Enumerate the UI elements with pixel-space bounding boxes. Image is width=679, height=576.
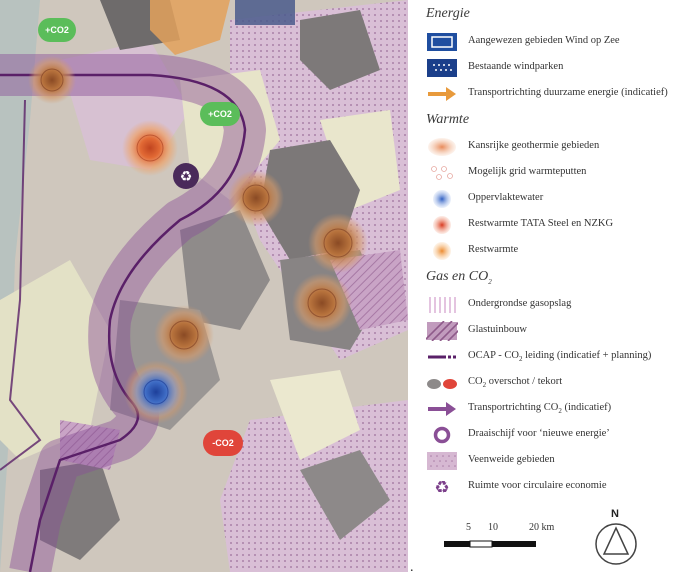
legend-item: Kansrijke geothermie gebieden bbox=[426, 137, 679, 157]
map-panel[interactable]: ♻ +CO2 +CO2 -CO2 bbox=[0, 0, 408, 572]
legend-label: Restwarmte TATA Steel en NZKG bbox=[468, 218, 614, 229]
scale-bar: 5 10 20 km bbox=[444, 520, 564, 560]
legend-section-title-warmte: Warmte bbox=[426, 112, 470, 127]
legend-label-rest: leiding (indicatief + planning) bbox=[522, 350, 652, 361]
svg-text:♻: ♻ bbox=[434, 478, 449, 497]
north-label: N bbox=[611, 508, 619, 520]
legend-item: Veenweide gebieden bbox=[426, 451, 679, 471]
legend-label: Transportrichting duurzame energie (indi… bbox=[468, 87, 668, 98]
legend-item: Restwarmte bbox=[426, 241, 679, 261]
legend-section-title-energie: Energie bbox=[426, 6, 470, 21]
legend-label: Ruimte voor circulaire economie bbox=[468, 480, 607, 491]
hub-ring-icon bbox=[433, 426, 451, 444]
stray-dot: . bbox=[410, 560, 414, 575]
legend-item: Bestaande windparken bbox=[426, 58, 679, 78]
legend-label: Mogelijk grid warmteputten bbox=[468, 166, 587, 177]
windpark-icon bbox=[427, 59, 457, 77]
co2-surplus-badge: +CO2 bbox=[200, 102, 240, 126]
orange-arrow-icon bbox=[428, 87, 456, 101]
legend-item: Glastuinbouw bbox=[426, 321, 679, 341]
legend-label-main: CO bbox=[468, 376, 483, 387]
legend-item: Transportrichting CO2 (indicatief) bbox=[426, 399, 679, 419]
legend-item: Transportrichting duurzame energie (indi… bbox=[426, 84, 679, 104]
north-arrow: N bbox=[594, 508, 638, 568]
co2-shortage-badge: -CO2 bbox=[203, 430, 243, 456]
legend-item: Ondergrondse gasopslag bbox=[426, 295, 679, 315]
legend-label: Glastuinbouw bbox=[468, 324, 527, 335]
legend-label-rest: (indicatief) bbox=[561, 402, 612, 413]
scale-bar-graphic bbox=[444, 540, 536, 548]
legend-label: Oppervlaktewater bbox=[468, 192, 544, 203]
map-canvas: ♻ bbox=[0, 0, 408, 572]
co2-balance-icon bbox=[427, 379, 457, 389]
legend-item: Draaischijf voor ‘nieuwe energie’ bbox=[426, 425, 679, 445]
legend-item: Aangewezen gebieden Wind op Zee bbox=[426, 32, 679, 52]
scale-tick-20km: 20 km bbox=[529, 522, 555, 533]
ocap-pipeline-icon bbox=[428, 355, 456, 359]
legend-label: Bestaande windparken bbox=[468, 61, 564, 72]
gas-storage-icon bbox=[429, 297, 456, 313]
legend-item: CO2 overschot / tekort bbox=[426, 373, 679, 393]
legend-label: Transportrichting CO2 (indicatief) bbox=[468, 402, 611, 415]
legend-item: Oppervlaktewater bbox=[426, 189, 679, 209]
greenhouse-icon bbox=[426, 321, 458, 341]
legend-item: Mogelijk grid warmteputten bbox=[426, 163, 679, 183]
legend-section-title-gas: Gas en CO2 bbox=[426, 269, 492, 286]
legend-label-main: OCAP - CO bbox=[468, 350, 519, 361]
legend-label-main: Transportrichting CO bbox=[468, 402, 559, 413]
geothermal-icon bbox=[428, 138, 456, 156]
scale-tick-10: 10 bbox=[488, 522, 498, 533]
compass-icon bbox=[595, 523, 637, 565]
legend-item: ♻ Ruimte voor circulaire economie bbox=[426, 477, 679, 497]
recycle-icon: ♻ bbox=[434, 478, 449, 497]
residual-heat-tata-icon bbox=[433, 216, 451, 234]
legend-section-title-gas-main: Gas en CO bbox=[426, 269, 489, 284]
legend-label-sub: 2 bbox=[558, 407, 562, 416]
peat-meadow-icon bbox=[427, 452, 457, 470]
co2-surplus-badge: +CO2 bbox=[38, 18, 76, 42]
legend-label: Aangewezen gebieden Wind op Zee bbox=[468, 35, 620, 46]
legend-label: Kansrijke geothermie gebieden bbox=[468, 140, 600, 151]
legend-label: Veenweide gebieden bbox=[468, 454, 555, 465]
legend-label-sub: 2 bbox=[482, 381, 487, 390]
legend-label: OCAP - CO2 leiding (indicatief + plannin… bbox=[468, 350, 651, 363]
svg-text:♻: ♻ bbox=[180, 170, 193, 185]
legend-label: Draaischijf voor ‘nieuwe energie’ bbox=[468, 428, 610, 439]
heat-grid-icon bbox=[431, 166, 453, 180]
legend-label-sub: 2 bbox=[518, 355, 523, 364]
legend-label: Ondergrondse gasopslag bbox=[468, 298, 572, 309]
legend-label: CO2 overschot / tekort bbox=[468, 376, 562, 389]
surface-water-icon bbox=[433, 190, 451, 208]
wind-zone-icon bbox=[427, 33, 457, 51]
purple-arrow-icon bbox=[428, 402, 456, 416]
map-legend: Energie Aangewezen gebieden Wind op Zee … bbox=[416, 0, 679, 572]
residual-heat-icon bbox=[433, 242, 451, 260]
scale-tick-5: 5 bbox=[466, 522, 471, 533]
legend-label: Restwarmte bbox=[468, 244, 519, 255]
legend-item: OCAP - CO2 leiding (indicatief + plannin… bbox=[426, 347, 679, 367]
legend-item: Restwarmte TATA Steel en NZKG bbox=[426, 215, 679, 235]
legend-section-title-gas-sub: 2 bbox=[488, 277, 492, 286]
legend-label-rest: overschot / tekort bbox=[486, 376, 563, 387]
